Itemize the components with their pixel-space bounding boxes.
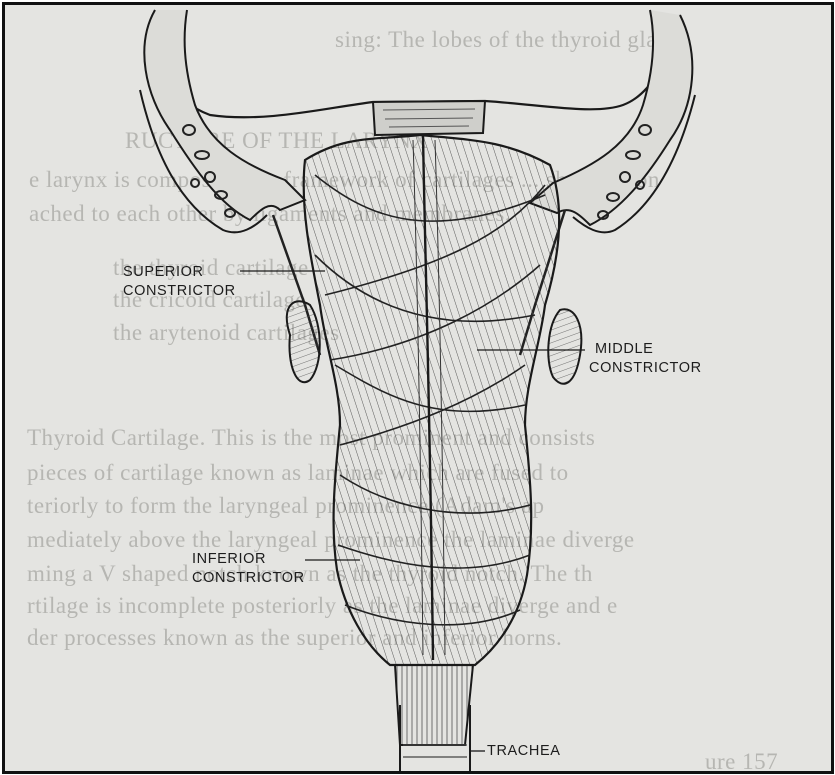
left-hyoid-horn <box>287 301 320 382</box>
middle-label-line1: MIDDLE <box>589 340 702 359</box>
inferior-label-line1: INFERIOR <box>192 550 305 569</box>
pharynx-illustration <box>5 5 831 771</box>
superior-label-line1: SUPERIOR <box>123 263 236 282</box>
middle-label-line2: CONSTRICTOR <box>589 359 702 378</box>
superior-label-line2: CONSTRICTOR <box>123 282 236 301</box>
superior-constrictor-label: SUPERIOR CONSTRICTOR <box>123 263 236 301</box>
middle-constrictor-label: MIDDLE CONSTRICTOR <box>589 340 702 378</box>
esophagus <box>395 665 473 745</box>
trachea-label: TRACHEA <box>487 742 561 761</box>
inferior-constrictor-label: INFERIOR CONSTRICTOR <box>192 550 305 588</box>
right-hyoid-horn <box>548 309 581 384</box>
inferior-label-line2: CONSTRICTOR <box>192 569 305 588</box>
